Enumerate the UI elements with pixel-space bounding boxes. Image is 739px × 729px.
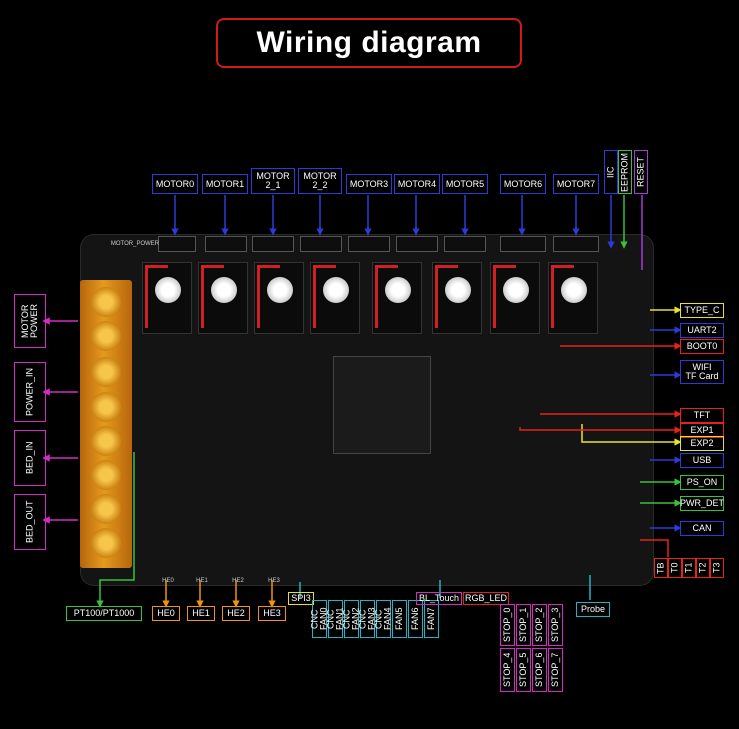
boot0-label: BOOT0 [680,339,724,354]
reset-label: RESET [634,150,648,194]
stepper-driver [490,262,540,334]
terminal-screw [91,460,121,490]
stepper-driver [142,262,192,334]
t2-label: T2 [696,558,710,578]
usb-label: USB [680,453,724,468]
can-label: CAN [680,521,724,536]
motor4-label: MOTOR4 [394,174,440,194]
stepper-driver [432,262,482,334]
bl-touch-label: BL_Touch [416,592,462,605]
spi3-label: SPI3 [288,592,314,605]
motor5-label: MOTOR5 [442,174,488,194]
stop0-label: STOP_0 [500,604,515,646]
motor-connector [553,236,599,252]
power-in-label: POWER_IN [14,362,46,422]
stepper-driver [254,262,304,334]
rgb-led-label: RGB_LED [463,592,509,605]
stepper-driver [372,262,422,334]
title-box: Wiring diagram [216,18,522,68]
terminal-screw [91,287,121,317]
stop2-label: STOP_2 [532,604,547,646]
pt100-label: PT100/PT1000 [66,606,142,621]
exp1-label: EXP1 [680,423,724,438]
fan6-label: FAN6 [408,600,423,638]
terminal-screw [91,426,121,456]
motor3-label: MOTOR3 [346,174,392,194]
exp2-label: EXP2 [680,436,724,451]
terminal-screw [91,494,121,524]
motor-power-silk: MOTOR_POWER [110,241,160,247]
terminal-screw [91,528,121,558]
stop3-label: STOP_3 [548,604,563,646]
motor-connector [300,236,342,252]
t0-label: T0 [668,558,682,578]
terminal-screw [91,357,121,387]
stop5-label: STOP_5 [516,648,531,692]
ps-on-label: PS_ON [680,475,724,490]
wifi-text: WIFI [692,362,712,372]
he1-label: HE1 [187,606,215,621]
stepper-driver [310,262,360,334]
uart2-label: UART2 [680,323,724,338]
pwr-det-label: PWR_DET [680,496,724,511]
motor6-label: MOTOR6 [500,174,546,194]
type-c-label: TYPE_C [680,303,724,318]
bed-out-label: BED_OUT [14,494,46,550]
bed-in-label: BED_IN [14,430,46,486]
motor-connector [444,236,486,252]
motor2-1-label: MOTOR 2_1 [251,168,295,194]
fan7-label: FAN7 [424,600,439,638]
wifi-tf-label: WIFI TF Card [680,360,724,384]
mcu-chip [333,356,431,454]
stop4-label: STOP_4 [500,648,515,692]
motor-connector [205,236,247,252]
he2-silk: HE2 [232,578,244,584]
terminal-screw [91,392,121,422]
t1-label: T1 [682,558,696,578]
page-title: Wiring diagram [256,26,482,59]
stop7-label: STOP_7 [548,648,563,692]
probe-label: Probe [576,602,610,617]
motor-connector [158,236,196,252]
stop1-label: STOP_1 [516,604,531,646]
motor2-2-label: MOTOR 2_2 [298,168,342,194]
tf-card-text: TF Card [685,371,719,381]
fan5-label: FAN5 [392,600,407,638]
he0-label: HE0 [152,606,180,621]
t3-label: T3 [710,558,724,578]
motor0-label: MOTOR0 [152,174,198,194]
stop6-label: STOP_6 [532,648,547,692]
he3-label: HE3 [258,606,286,621]
motor-connector [500,236,546,252]
tft-label: TFT [680,408,724,423]
he1-silk: HE1 [196,578,208,584]
stepper-driver [198,262,248,334]
motor-connector [348,236,390,252]
iic-label: IIC [604,150,618,194]
terminal-screw [91,321,121,351]
stepper-driver [548,262,598,334]
motor-connector [396,236,438,252]
tb-label: TB [654,558,668,578]
motor-power-label: MOTOR POWER [14,294,46,348]
motor-connector [252,236,294,252]
eeprom-label: EEPROM [618,150,632,194]
motor1-label: MOTOR1 [202,174,248,194]
fan4-label: CNC FAN4 [374,600,393,638]
he0-silk: HE0 [162,578,174,584]
he2-label: HE2 [222,606,250,621]
he3-silk: HE3 [268,578,280,584]
motor7-label: MOTOR7 [553,174,599,194]
